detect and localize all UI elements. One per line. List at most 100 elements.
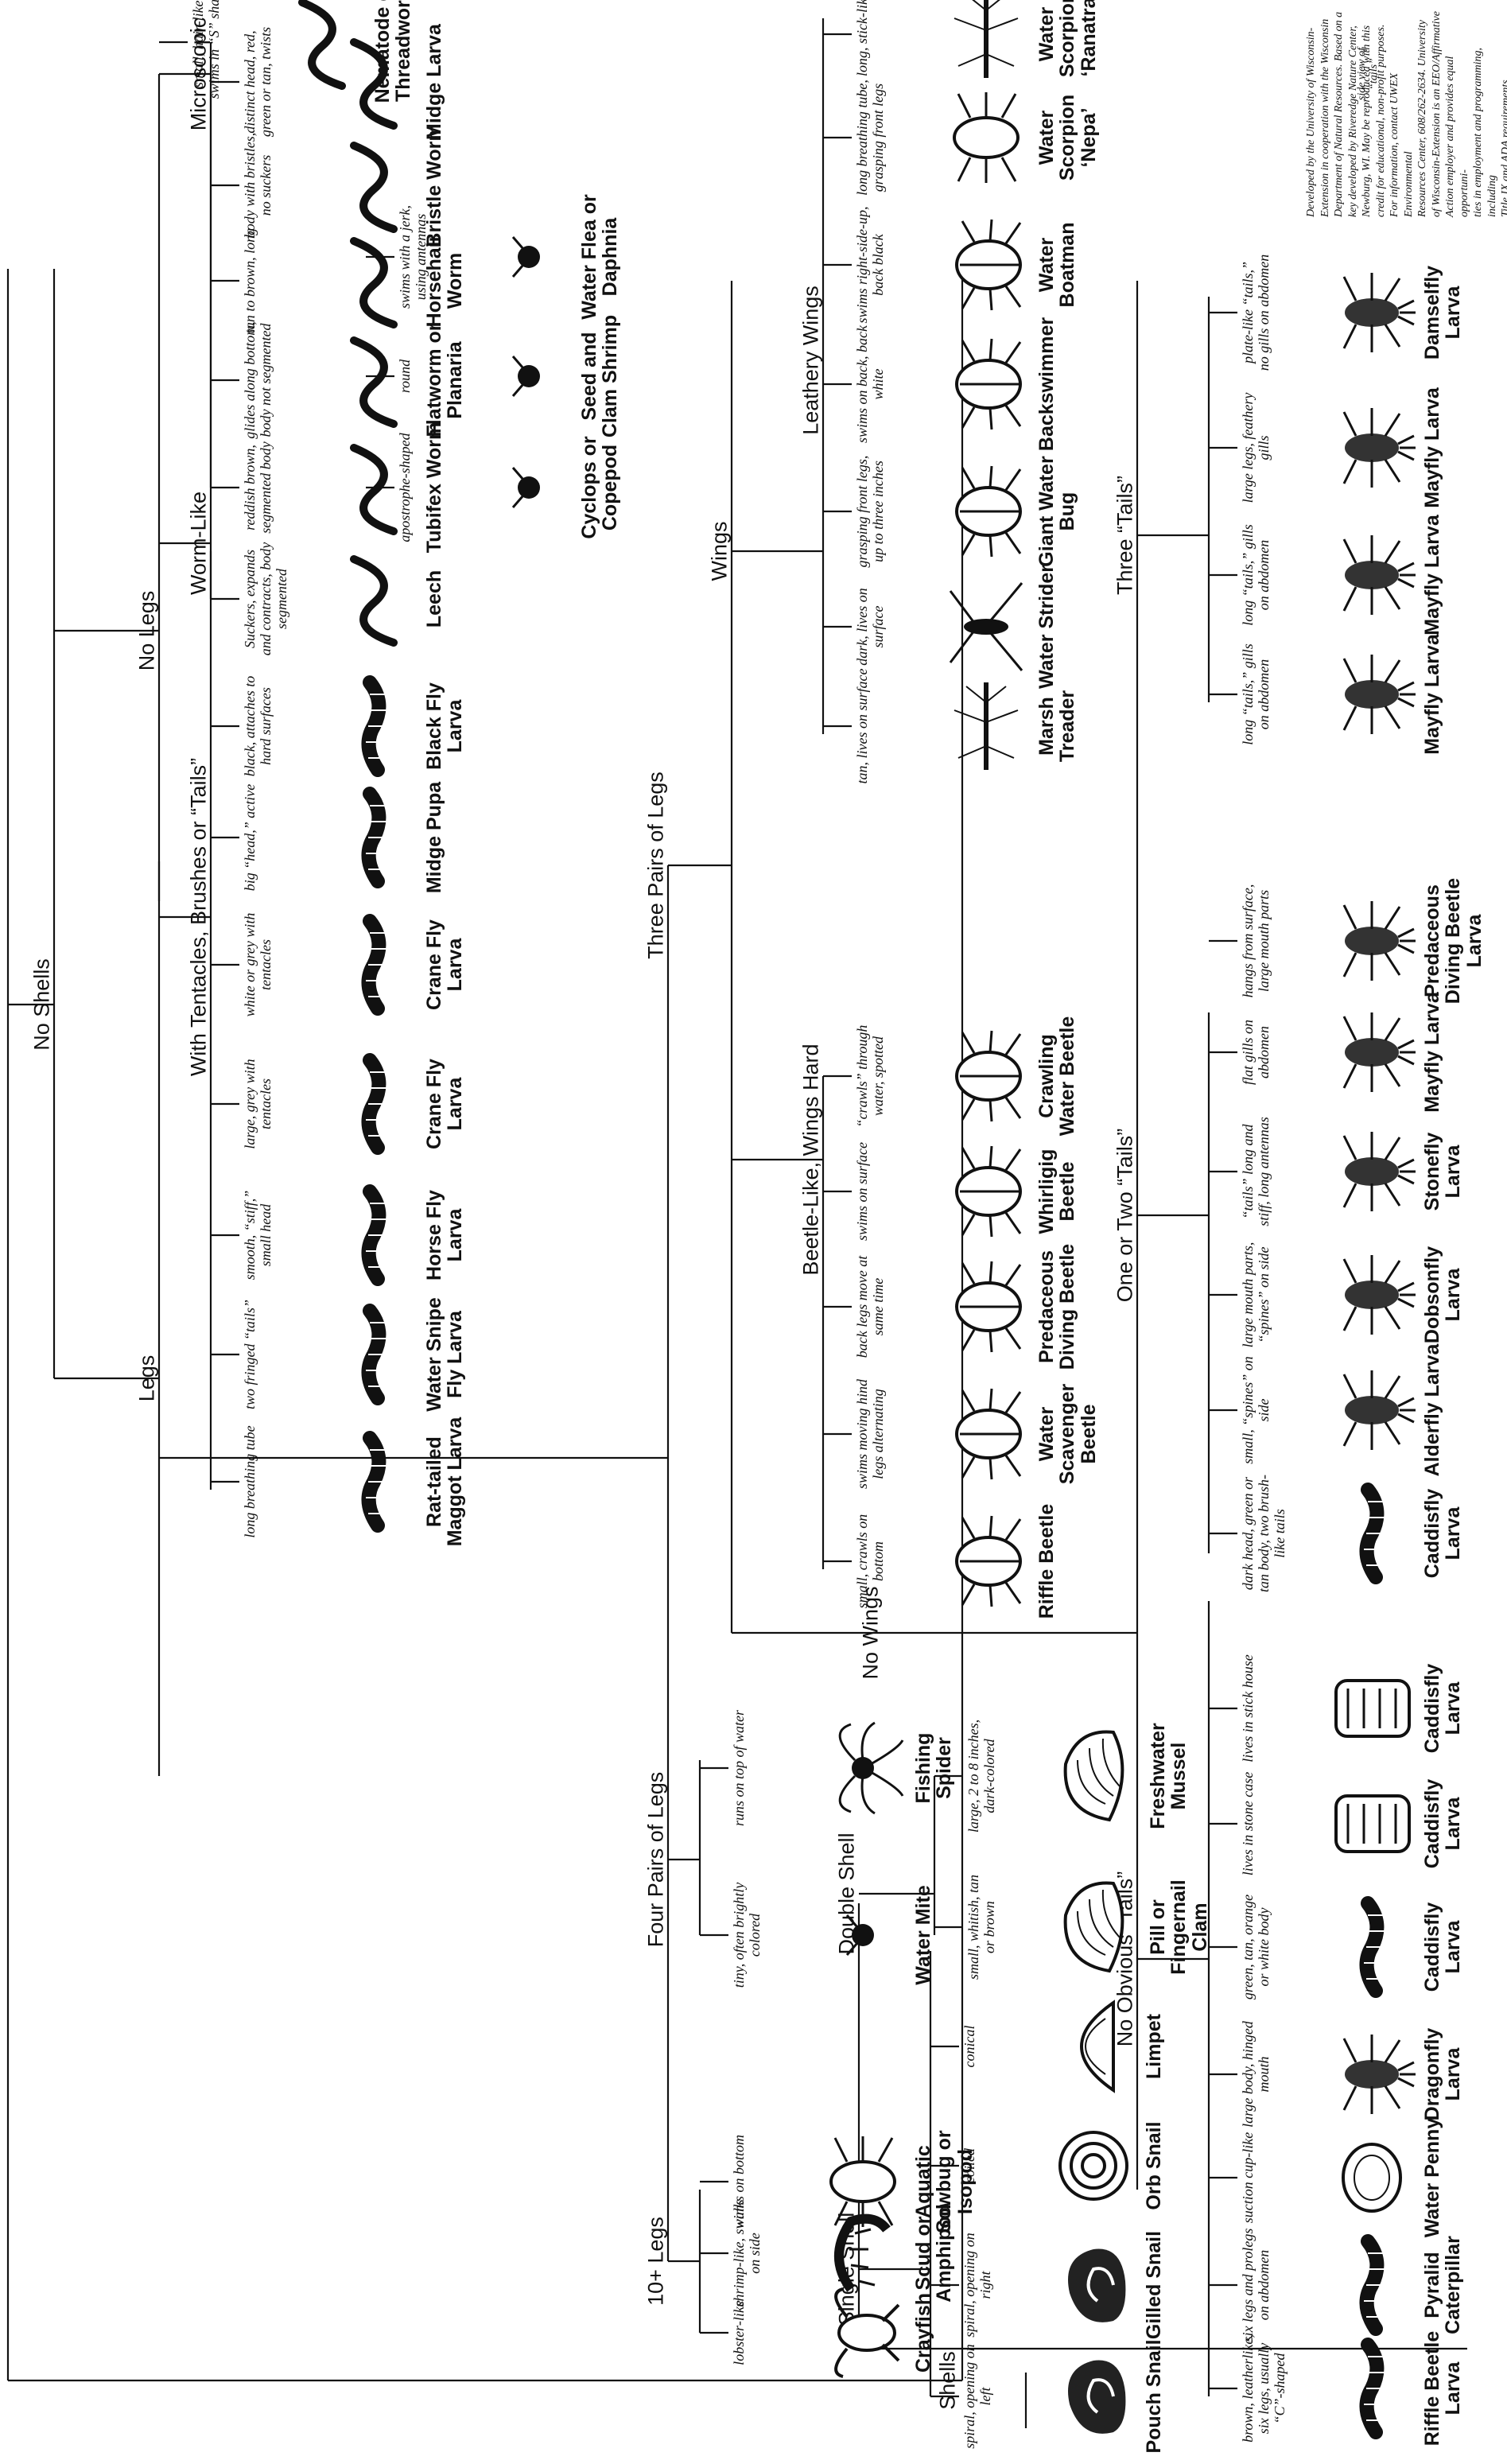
species-description: body with bristles, no suckers — [242, 132, 274, 239]
species-name: Mayfly Larva — [1421, 387, 1443, 508]
spider-drawing — [838, 1721, 904, 1815]
nymph-drawing — [1342, 2035, 1416, 2114]
species-description: black, attaches to hard surfaces — [242, 675, 274, 777]
species-description: “crawls” through water, spotted — [854, 1024, 886, 1128]
species-name: Dragonfly Larva — [1421, 2027, 1465, 2121]
nymph-drawing — [1342, 901, 1416, 981]
species-illustration-larva-icon — [330, 1183, 421, 1287]
species-illustration-worm-icon — [330, 229, 421, 332]
clam-drawing — [1063, 1881, 1124, 1973]
credits-note: Developed by the University of Wisconsin… — [1304, 10, 1507, 217]
worm-drawing — [350, 555, 398, 647]
dot-drawing — [845, 1914, 874, 1956]
larva-drawing — [1359, 1896, 1389, 1998]
species-name: Seed and Clam Shrimp — [578, 314, 622, 438]
branch-legs: Legs — [134, 1354, 159, 1402]
credits-line: Department of Natural Resources. Based o… — [1333, 11, 1345, 217]
credits-line: Action employer and provides equal oppor… — [1444, 56, 1470, 217]
credits-line: credit for educational, non-profit purpo… — [1374, 24, 1387, 217]
species-name: Pill or Fingernail Clam — [1147, 1879, 1211, 1975]
beetle-drawing — [955, 1515, 1022, 1607]
larva-drawing — [361, 914, 390, 1016]
nymph-drawing — [1342, 535, 1416, 615]
species-description: lives in stone case — [1240, 1771, 1256, 1876]
species-illustration-disc-icon — [1328, 2126, 1420, 2229]
nymph-drawing — [1342, 1012, 1416, 1092]
species-illustration-dot-icon — [485, 325, 577, 428]
larva-drawing — [1359, 2338, 1389, 2439]
species-illustration-dot-icon — [485, 205, 577, 309]
worm-drawing — [350, 142, 398, 233]
species-name: Whirligig Beetle — [1035, 1148, 1079, 1234]
branch-shells: Shells — [935, 2351, 960, 2410]
species-name: Water Scavenger Beetle — [1035, 1383, 1100, 1485]
branch-three-pairs: Three Pairs of Legs — [643, 771, 668, 959]
case-drawing — [1334, 1679, 1411, 1738]
species-name: Giant Water Bug — [1035, 456, 1079, 567]
branch-worm-like: Worm-Like — [186, 491, 211, 596]
species-illustration-crayfish-icon — [819, 2281, 911, 2384]
species-illustration-beetle-icon — [942, 1140, 1034, 1243]
credits-line: ties in employment and programming, incl… — [1472, 48, 1498, 217]
species-illustration-nymph-icon — [1328, 889, 1420, 993]
species-description: small, hair-like, swims in “S” shape — [190, 0, 222, 99]
species-description: spiral, opening on left — [961, 2344, 993, 2449]
species-description: long “tails,” gills on abdomen — [1240, 524, 1272, 626]
species-illustration-nymph-icon — [1328, 1001, 1420, 1104]
species-name: Fishing Spider — [912, 1732, 956, 1804]
species-name: Caddisfly Larva — [1421, 1663, 1465, 1754]
species-illustration-nymph-icon — [1328, 2023, 1420, 2126]
species-illustration-larva-icon — [330, 1430, 421, 1533]
species-illustration-worm-icon — [278, 0, 370, 94]
branch-leathery: Leathery Wings — [798, 286, 823, 435]
snail-drawing — [1068, 2248, 1126, 2322]
species-name: Riffle Beetle — [1035, 1503, 1058, 1619]
species-illustration-nymph-icon — [1328, 396, 1420, 499]
species-name: Horse Fly Larva — [423, 1190, 467, 1281]
stick-drawing — [954, 0, 1019, 78]
species-illustration-beetle-icon — [942, 332, 1034, 436]
species-illustration-stick-icon — [942, 674, 1034, 778]
species-name: Mayfly Larva — [1421, 634, 1443, 755]
species-description: runs on top of water — [731, 1710, 747, 1827]
species-illustration-dot-icon — [485, 436, 577, 539]
credits-line: Resources Center, 608/262-2634. Universi… — [1416, 20, 1428, 217]
species-illustration-larva-icon — [330, 1052, 421, 1156]
crayfish-drawing — [834, 2287, 900, 2378]
credits-line: key developed by Riveredge Nature Center… — [1346, 25, 1359, 217]
species-description: brown, leatherlike, six legs, usually “C… — [1240, 2334, 1288, 2443]
species-description: large, grey with tentacles — [242, 1059, 274, 1149]
species-name: Damselfly Larva — [1421, 265, 1465, 360]
species-description: long “tails,” gills on abdomen — [1240, 643, 1272, 745]
species-illustration-snail-icon — [1050, 2233, 1141, 2337]
species-name: Stonefly Larva — [1421, 1132, 1465, 1211]
snail-drawing — [1068, 2360, 1126, 2434]
species-name: Midge Larva — [423, 24, 445, 140]
species-illustration-strider-icon — [942, 575, 1034, 678]
species-description: large, 2 to 8 inches, dark-colored — [965, 1719, 997, 1833]
species-illustration-beetle-icon — [942, 1382, 1034, 1486]
beetle-drawing — [955, 1261, 1022, 1353]
species-description: walks on bottom — [731, 2135, 747, 2229]
species-description: tiny, often brightly colored — [731, 1882, 763, 1988]
species-description: swims on back, back white — [854, 325, 886, 443]
species-description: two fringed “tails” — [242, 1299, 258, 1410]
species-illustration-dot-icon — [819, 1883, 911, 1987]
species-illustration-cone-icon — [1050, 1995, 1141, 2098]
species-illustration-larva-icon — [1328, 2337, 1420, 2440]
species-illustration-larva-icon — [330, 674, 421, 778]
branch-no-legs: No Legs — [134, 590, 159, 671]
species-description: distinct head, red, green or tan, twists — [242, 26, 274, 138]
credits-line: For information, contact UWEX Environmen… — [1389, 72, 1415, 217]
species-illustration-larva-icon — [1328, 1895, 1420, 1999]
species-illustration-nymph-icon — [1328, 1120, 1420, 1223]
dot-drawing — [511, 236, 540, 278]
species-illustration-nymph-icon — [1328, 643, 1420, 746]
species-description: swims with a jerk, using antennas — [397, 205, 429, 309]
species-name: Caddisfly Larva — [1421, 1902, 1465, 1992]
species-description: plate-like “tails,” no gills on abdomen — [1240, 254, 1272, 371]
species-illustration-beetle-icon — [942, 1255, 1034, 1358]
larva-drawing — [361, 787, 390, 888]
beetle-drawing — [955, 1030, 1022, 1122]
species-illustration-worm-icon — [330, 30, 421, 134]
